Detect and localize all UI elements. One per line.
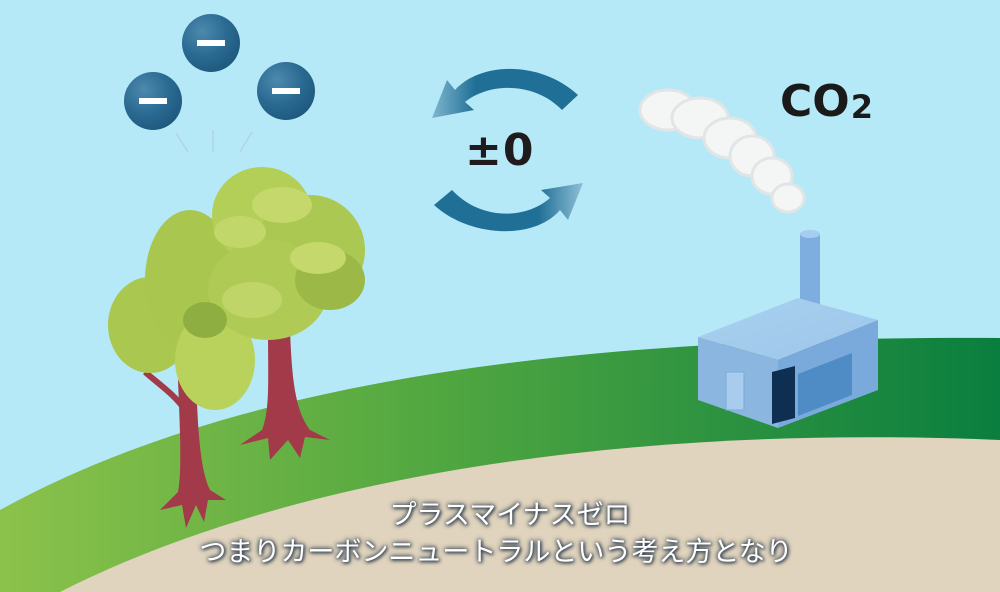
trees	[108, 167, 365, 528]
co2-main: CO	[780, 76, 850, 127]
arrow-bottom	[434, 183, 583, 232]
minus-icon	[197, 40, 225, 46]
tree-trunk-left	[160, 380, 226, 528]
balance-label: ±0	[465, 125, 535, 176]
cycle-arrows	[432, 68, 583, 232]
co2-label: CO2	[780, 76, 873, 127]
factory-ac-unit	[725, 371, 745, 411]
co2-subscript: 2	[850, 88, 873, 126]
minus-particle-left	[124, 72, 182, 130]
subtitle-line-1: プラスマイナスゼロ	[389, 500, 631, 531]
minus-particle-top	[182, 14, 240, 72]
smoke-cloud	[638, 88, 806, 214]
factory-door	[772, 366, 795, 424]
chimney	[800, 234, 820, 314]
factory-roof	[698, 298, 878, 360]
minus-icon	[272, 88, 300, 94]
tree-trunk-right	[240, 330, 330, 460]
factory-shutter	[798, 353, 852, 416]
ground-path	[60, 437, 1000, 592]
minus-icon	[139, 98, 167, 104]
factory	[698, 230, 878, 428]
arrow-top	[432, 68, 578, 118]
minus-particle-right	[257, 62, 315, 120]
subtitle-line-2: つまりカーボンニュートラルという考え方となり	[199, 537, 793, 568]
absorb-arrows	[175, 130, 253, 153]
